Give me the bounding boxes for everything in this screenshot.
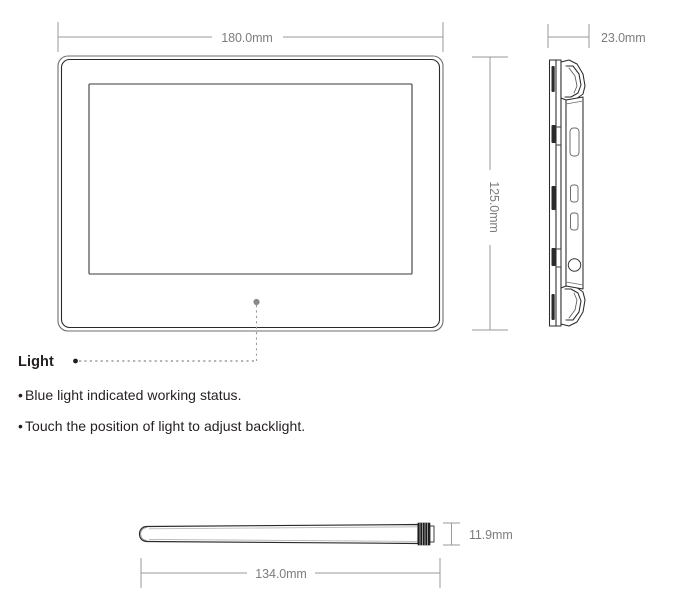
callout-leader [73, 305, 258, 364]
side-bottom-bracket-crease [568, 292, 578, 319]
side-housing-top-seam [565, 100, 584, 105]
antenna-threaded-connector [417, 522, 435, 546]
dimension-label-antenna-diameter: 11.9mm [469, 528, 513, 542]
side-port-circular-jack [567, 258, 582, 272]
antenna-body [138, 523, 419, 545]
antenna-view [138, 522, 435, 546]
side-housing-bottom-seam [565, 281, 584, 286]
dimension-antenna-diameter: 11.9mm [443, 522, 513, 546]
front-screen [88, 83, 413, 275]
side-edge-slot-2 [551, 186, 556, 210]
side-port-usb-2 [570, 212, 579, 231]
note-bullet-icon: • [18, 418, 23, 434]
note-text: Blue light indicated working status. [24, 387, 242, 403]
note-item-2: •Touch the position of light to adjust b… [18, 418, 305, 434]
note-bullet-icon: • [18, 387, 23, 403]
side-front-edge-strip-2 [555, 59, 562, 327]
dimension-label-front-width: 180.0mm [221, 31, 272, 45]
side-body-plate [560, 65, 567, 321]
side-edge-slot-bottom [551, 294, 555, 320]
dimension-antenna-length: 134.0mm [140, 558, 441, 588]
note-item-1: •Blue light indicated working status. [18, 387, 242, 403]
side-port-hdmi [569, 127, 580, 157]
callout-label-light: Light [18, 354, 54, 370]
note-text: Touch the position of light to adjust ba… [24, 418, 306, 434]
side-edge-slot-1 [551, 125, 556, 143]
side-bottom-bracket-inner [564, 288, 582, 321]
side-port-usb-1 [570, 184, 579, 203]
antenna-tip-accent [140, 527, 148, 541]
dimension-side-depth: 23.0mm [547, 24, 646, 48]
front-view [57, 55, 444, 332]
side-notch-outline-2 [556, 248, 562, 268]
side-edge-slot-3 [551, 248, 556, 266]
side-edge-slot-top [551, 66, 555, 92]
callout-leader-bullet [73, 358, 78, 364]
antenna-highlight-bottom [148, 538, 418, 542]
side-notch-outline-1 [556, 126, 562, 146]
antenna-highlight-top [148, 526, 418, 530]
led-indicator-dot [253, 298, 260, 306]
dimension-front-width: 180.0mm [57, 22, 444, 52]
dimension-label-front-height: 125.0mm [487, 181, 501, 232]
side-top-bracket-inner [564, 65, 582, 98]
dimension-label-side-depth: 23.0mm [601, 31, 646, 45]
dimension-label-antenna-length: 134.0mm [255, 567, 306, 581]
side-view [548, 59, 586, 327]
side-top-bracket-crease [568, 67, 578, 94]
dimension-front-height: 125.0mm [472, 56, 508, 331]
